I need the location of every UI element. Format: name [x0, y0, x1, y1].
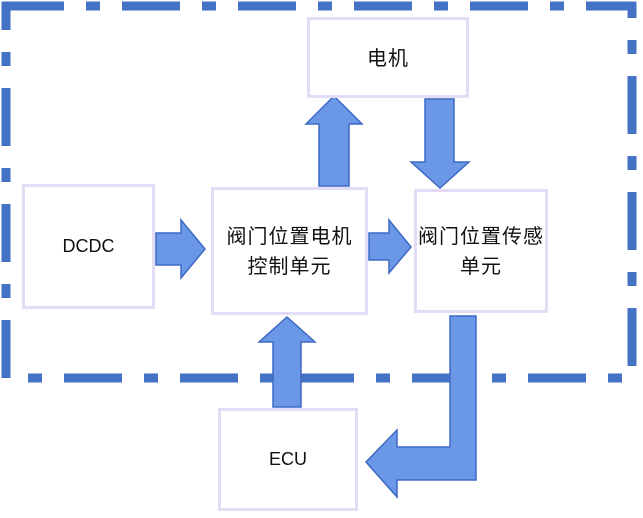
ecu-label: ECU — [268, 449, 307, 469]
motor-label: 电机 — [367, 45, 409, 70]
arrow-controller-to-motor — [304, 94, 364, 187]
sensor-node: 阀门位置传感单元 — [414, 189, 548, 313]
dcdc-node: DCDC — [22, 184, 155, 309]
dcdc-label: DCDC — [62, 236, 115, 256]
controller-label: 阀门位置电机控制单元 — [226, 224, 353, 278]
arrow-controller-to-sensor — [368, 217, 412, 276]
ecu-node: ECU — [218, 408, 358, 511]
system-boundary — [1, 1, 637, 383]
arrow-motor-to-sensor — [409, 98, 471, 190]
arrow-dcdc-to-controller — [155, 217, 206, 281]
arrow-sensor-to-ecu — [364, 315, 477, 499]
arrow-ecu-to-controller — [257, 315, 317, 408]
motor-node: 电机 — [307, 17, 469, 98]
controller-node: 阀门位置电机控制单元 — [211, 187, 368, 315]
sensor-label: 阀门位置传感单元 — [418, 224, 544, 278]
